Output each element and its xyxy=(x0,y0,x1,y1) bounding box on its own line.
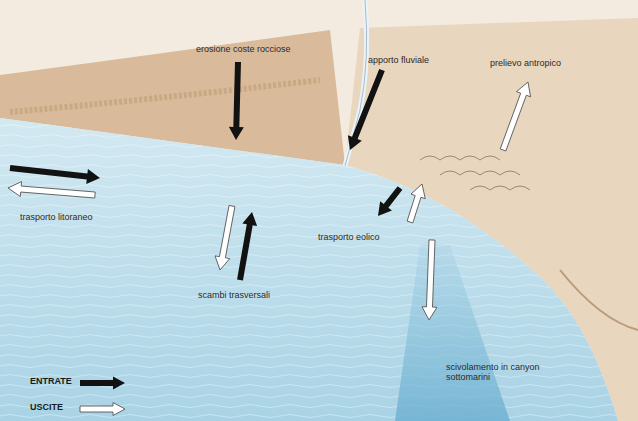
legend-text: USCITE xyxy=(30,402,63,412)
input-arrow xyxy=(348,69,385,150)
flow-label: prelievo antropico xyxy=(490,58,561,68)
submarine-canyon xyxy=(395,245,510,421)
legend-row: USCITE xyxy=(30,402,63,416)
flow-label: scambi trasversali xyxy=(198,290,270,300)
legend-text: ENTRATE xyxy=(30,376,72,386)
output-arrow xyxy=(500,82,530,151)
legend-arrow-sample xyxy=(80,403,125,416)
flow-label: apporto fluviale xyxy=(368,55,429,65)
flow-label: scivolamento in canyon sottomarini xyxy=(446,362,558,383)
legend-arrow-sample xyxy=(80,377,125,390)
input-arrow xyxy=(237,212,257,281)
headland-cliff xyxy=(560,270,638,330)
output-arrow xyxy=(422,240,437,320)
flow-label: trasporto eolico xyxy=(318,232,380,242)
input-arrow xyxy=(10,165,100,184)
rocky-cliff xyxy=(10,80,320,112)
dunes xyxy=(420,156,530,190)
flow-label: trasporto litoraneo xyxy=(20,212,93,222)
flow-label: erosione coste rocciose xyxy=(196,44,291,54)
sea xyxy=(0,118,618,421)
input-arrow xyxy=(229,62,244,140)
output-arrow xyxy=(407,184,425,223)
legend-row: ENTRATE xyxy=(30,376,72,390)
sea-waves xyxy=(0,118,618,421)
output-arrow xyxy=(8,182,95,198)
output-arrow xyxy=(215,205,235,270)
input-arrow xyxy=(378,186,402,216)
